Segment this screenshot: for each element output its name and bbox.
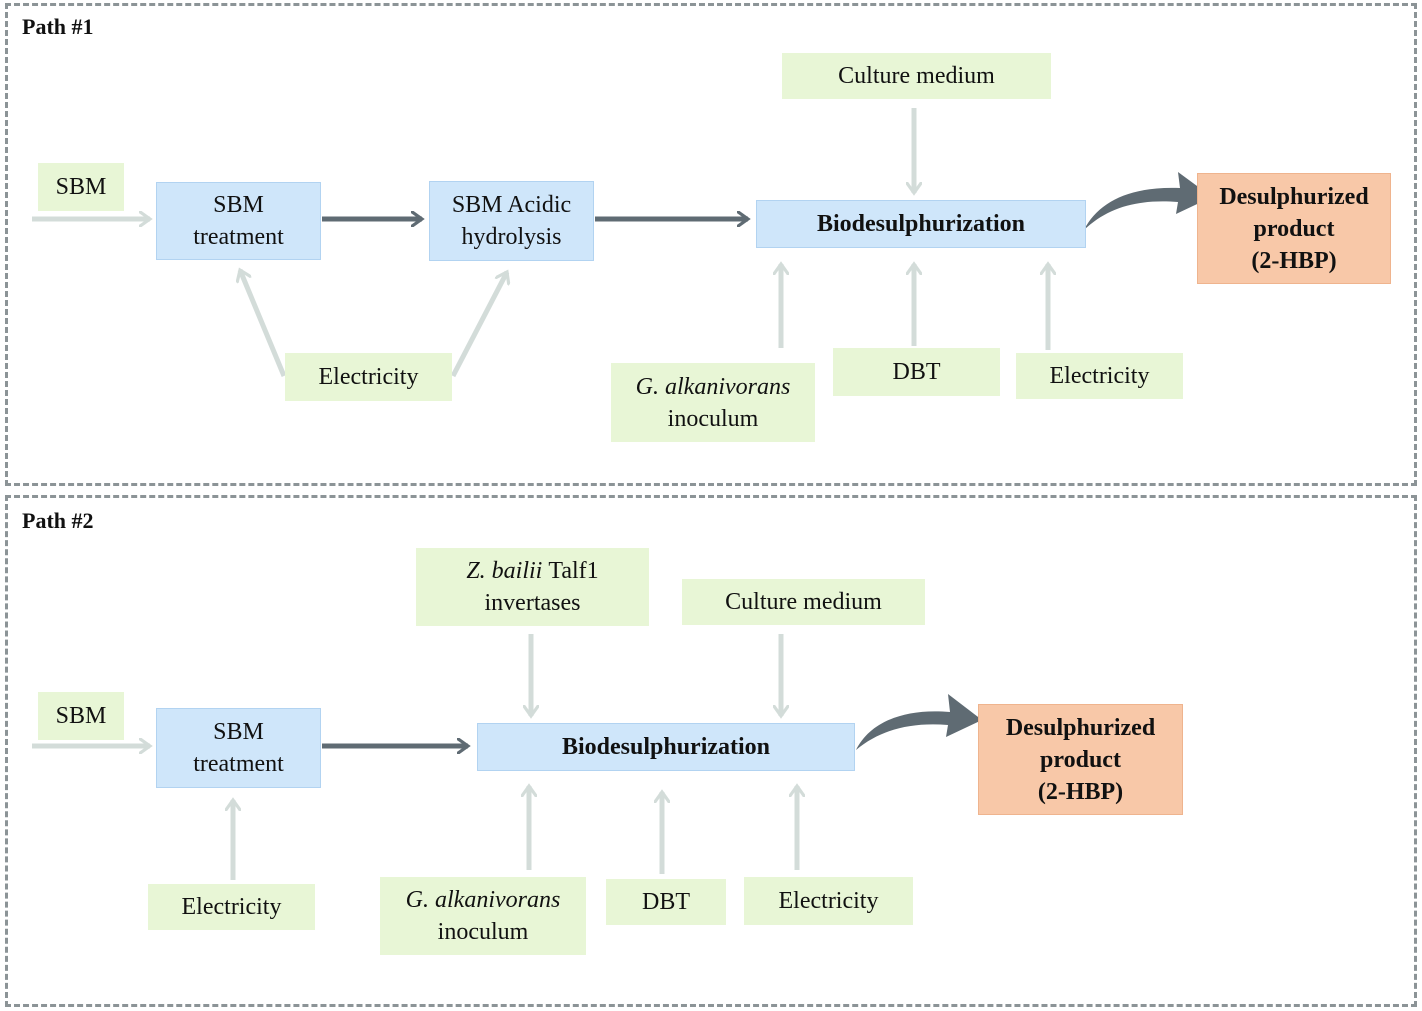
- electricity-label: Electricity: [1049, 363, 1150, 389]
- electricity-label: Electricity: [318, 364, 419, 390]
- inoculum-2: G. alkanivorans inoculum: [380, 877, 586, 955]
- invertases-line-1: Z. bailii Talf1: [466, 555, 598, 587]
- culture-medium-2: Culture medium: [682, 579, 925, 625]
- dbt-label: DBT: [892, 359, 941, 385]
- product-line-2: product: [1253, 215, 1335, 242]
- biodesulphurization-box-2: Biodesulphurization: [477, 723, 855, 771]
- treatment-line-2: treatment: [193, 751, 284, 777]
- invertases-strain: Talf1: [548, 558, 599, 584]
- inoculum-label: inoculum: [437, 919, 529, 945]
- electricity-label: Electricity: [181, 894, 282, 920]
- sbm-treatment-box-2: SBM treatment: [156, 708, 321, 788]
- curved-arrow-to-product-1: [1084, 172, 1212, 230]
- biodesulphurization-label: Biodesulphurization: [816, 211, 1026, 237]
- dbt-2: DBT: [606, 879, 726, 925]
- biodesulphurization-box-1: Biodesulphurization: [756, 200, 1086, 248]
- electricity-pretreat-1: Electricity: [285, 353, 452, 401]
- inoculum-label: inoculum: [667, 405, 759, 432]
- culture-medium-label: Culture medium: [838, 63, 995, 89]
- culture-medium-label: Culture medium: [725, 589, 882, 615]
- sbm-input-1: SBM: [38, 163, 124, 211]
- dbt-1: DBT: [833, 348, 1000, 396]
- product-line-3: (2-HBP): [1037, 778, 1124, 805]
- path2-title: Path #2: [22, 508, 94, 533]
- inoculum-1: G. alkanivorans inoculum: [611, 363, 815, 442]
- sbm-input-2: SBM: [38, 692, 124, 740]
- inoculum-species: G. alkanivorans: [635, 373, 791, 400]
- sbm-treatment-box-1: SBM treatment: [156, 182, 321, 260]
- treatment-line-2: treatment: [193, 224, 284, 250]
- arrow-electricity-to-hydrolysis-1: [450, 272, 507, 378]
- electricity-pretreat-2: Electricity: [148, 884, 315, 930]
- sbm-label: SBM: [55, 174, 107, 200]
- path1-panel: [5, 3, 1417, 486]
- product-box-1: Desulphurized product (2-HBP): [1197, 173, 1391, 284]
- dbt-label: DBT: [642, 889, 690, 915]
- electricity-bds-1: Electricity: [1016, 353, 1183, 399]
- invertases-label: invertases: [484, 590, 581, 616]
- treatment-line-1: SBM: [213, 192, 264, 218]
- culture-medium-1: Culture medium: [782, 53, 1051, 99]
- sbm-label: SBM: [55, 703, 107, 729]
- path2-panel: [5, 495, 1417, 1007]
- product-line-1: Desulphurized: [1005, 714, 1156, 741]
- product-line-1: Desulphurized: [1219, 183, 1369, 210]
- electricity-label: Electricity: [778, 888, 879, 914]
- treatment-line-1: SBM: [213, 719, 264, 745]
- hydrolysis-line-2: hydrolysis: [461, 224, 562, 250]
- invertases-species: Z. bailii: [466, 558, 543, 584]
- hydrolysis-line-1: SBM Acidic: [451, 192, 572, 218]
- electricity-bds-2: Electricity: [744, 877, 913, 925]
- curved-arrow-to-product-2: [856, 694, 982, 750]
- acidic-hydrolysis-box: SBM Acidic hydrolysis: [429, 181, 594, 261]
- product-box-2: Desulphurized product (2-HBP): [978, 704, 1183, 815]
- product-line-2: product: [1040, 746, 1121, 773]
- invertases-2: Z. bailii Talf1 invertases: [416, 548, 649, 626]
- inoculum-species: G. alkanivorans: [405, 887, 561, 913]
- path1-title: Path #1: [22, 14, 94, 39]
- product-line-3: (2-HBP): [1251, 247, 1337, 274]
- arrow-electricity-to-treatment-1: [240, 270, 287, 377]
- biodesulphurization-label: Biodesulphurization: [561, 734, 771, 760]
